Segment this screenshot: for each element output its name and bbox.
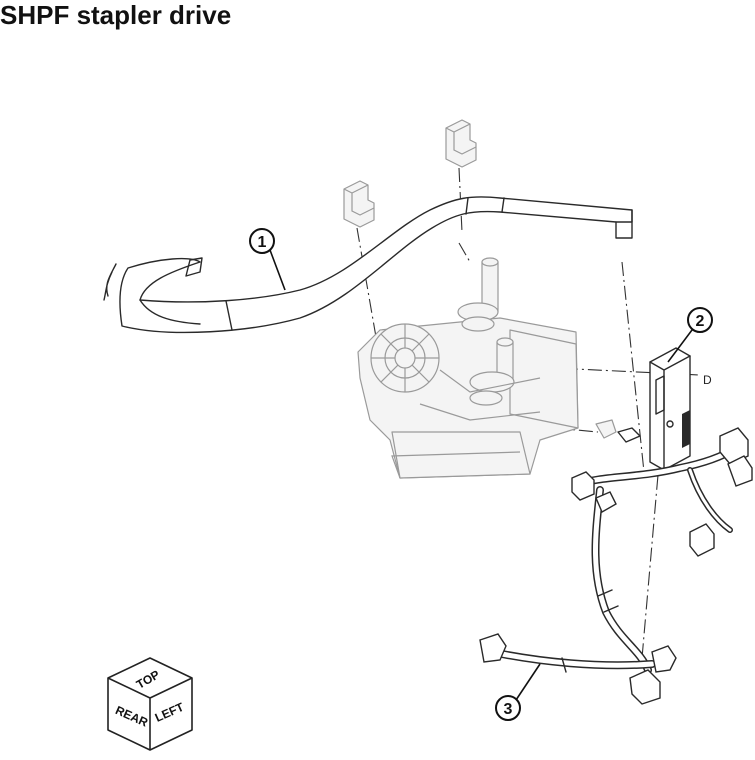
sensor-pcb — [617, 347, 691, 471]
wire-harness — [479, 427, 753, 705]
orientation-cube: TOP REAR LEFT — [107, 657, 193, 751]
flat-ribbon-cable — [103, 196, 633, 334]
alignment-lines — [356, 167, 701, 659]
callout-2: 2 — [667, 307, 713, 363]
cable-clip-lower — [343, 180, 375, 228]
page-title: SHPF stapler drive — [0, 0, 232, 30]
cable-clip-upper — [445, 119, 477, 168]
stapler-drive-assembly — [357, 257, 617, 479]
callout-2-number: 2 — [696, 313, 705, 330]
callout-3: 3 — [495, 663, 541, 721]
connection-label-d: D — [703, 373, 712, 387]
callout-3-number: 3 — [504, 701, 513, 718]
callout-1-number: 1 — [258, 234, 267, 251]
callout-1: 1 — [249, 228, 286, 291]
